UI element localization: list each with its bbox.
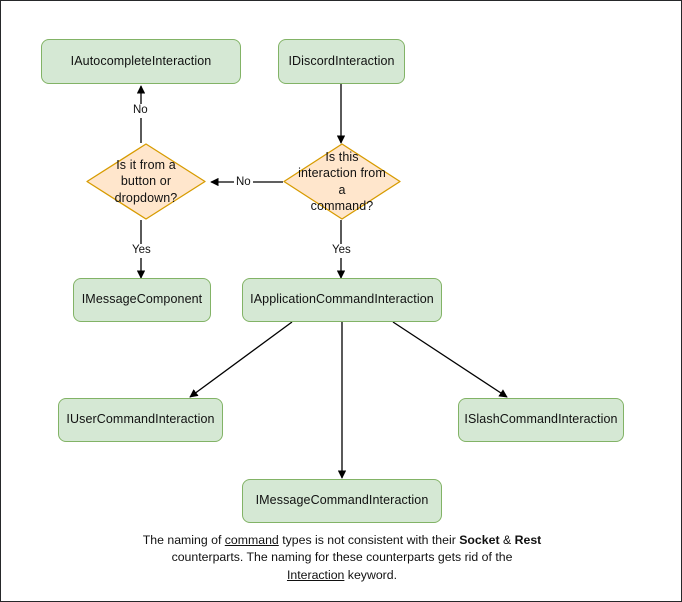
node-slash-command-interaction-label: ISlashCommandInteraction <box>464 412 618 427</box>
node-decision-from-command[interactable]: Is this interaction from a command? <box>283 143 401 220</box>
edge-label-no-up: No <box>131 104 150 118</box>
node-message-command-interaction-label: IMessageCommandInteraction <box>255 493 429 508</box>
node-autocomplete-interaction-label: IAutocompleteInteraction <box>70 53 212 68</box>
footnote-command-keyword: command <box>224 533 279 547</box>
node-discord-interaction[interactable]: IDiscordInteraction <box>278 39 405 84</box>
node-decision-button-or-dropdown[interactable]: Is it from a button or dropdown? <box>86 143 206 220</box>
footnote-part1: The naming of <box>142 533 225 547</box>
node-decision-button-or-dropdown-label: Is it from a button or dropdown? <box>114 158 178 205</box>
edge-label-yes-left: Yes <box>130 244 153 258</box>
footnote-ampersand: & <box>499 533 515 547</box>
node-user-command-interaction[interactable]: IUserCommandInteraction <box>58 398 223 442</box>
node-application-command-interaction-label: IApplicationCommandInteraction <box>250 292 434 307</box>
edge-label-yes-right: Yes <box>330 244 353 258</box>
node-slash-command-interaction[interactable]: ISlashCommandInteraction <box>458 398 624 442</box>
footnote-text: The naming of command types is not consi… <box>142 532 542 584</box>
node-user-command-interaction-label: IUserCommandInteraction <box>66 412 215 427</box>
edge-app-command-to-user-command <box>189 321 293 398</box>
edge-app-command-to-slash-command <box>392 321 508 398</box>
footnote-part2: types is not consistent with their <box>278 533 460 547</box>
node-message-command-interaction[interactable]: IMessageCommandInteraction <box>242 479 442 523</box>
node-application-command-interaction[interactable]: IApplicationCommandInteraction <box>242 278 442 322</box>
node-decision-from-command-label: Is this interaction from a command? <box>298 150 386 213</box>
node-message-component-label: IMessageComponent <box>81 292 203 307</box>
diamond-shape-from-command <box>283 143 401 220</box>
node-message-component[interactable]: IMessageComponent <box>73 278 211 322</box>
footnote-interaction-keyword: Interaction <box>286 567 345 582</box>
edge-label-no-left: No <box>234 176 253 190</box>
footnote-rest-keyword: Rest <box>514 533 542 547</box>
footnote-socket-keyword: Socket <box>459 533 500 547</box>
footnote-part3: counterparts. The naming for these count… <box>171 550 513 565</box>
footnote-part4: keyword. <box>344 567 398 582</box>
diamond-shape-button-or-dropdown <box>86 143 206 220</box>
node-autocomplete-interaction[interactable]: IAutocompleteInteraction <box>41 39 241 84</box>
node-discord-interaction-label: IDiscordInteraction <box>288 53 395 68</box>
